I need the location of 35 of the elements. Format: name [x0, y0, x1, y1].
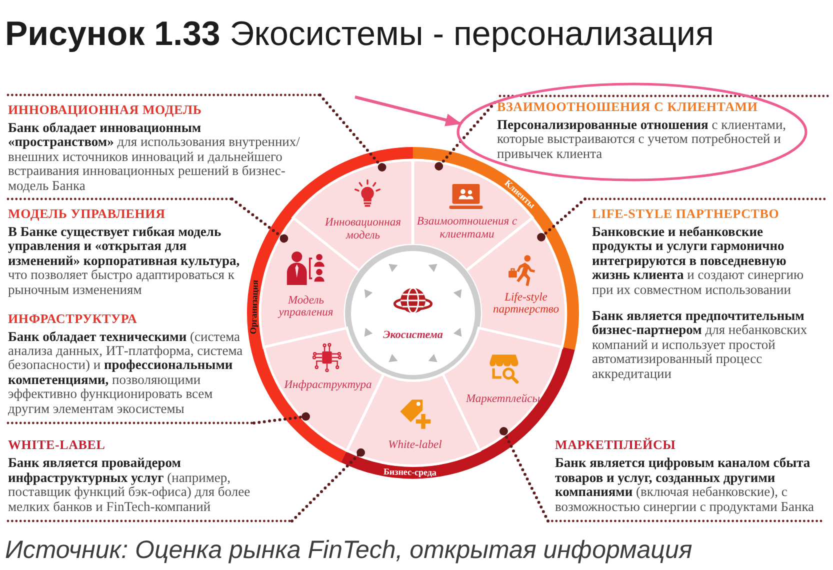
sector-label: Модель управления	[276, 294, 334, 320]
leader-line	[500, 427, 550, 522]
callout-heading: МАРКЕТПЛЕЙСЫ	[555, 437, 677, 454]
leader-line	[318, 94, 386, 172]
sector-label: Life-style партнерство	[492, 291, 560, 316]
callout-text: Банковские и небанковские продукты и услуги гармонично интегрируются в повседневную жизнь клиента и создают синергию при их совместном использовании	[592, 225, 805, 298]
sector-label: White-label	[387, 438, 443, 452]
callout-text: Банк обладает инновационным «пространством» для использования внутренних/внешних источников инноваций и дальнейшего встраивания инновационных решений в бизнес-модель Банка	[8, 121, 301, 194]
arc-label: Организация	[248, 280, 260, 335]
leader-line	[434, 100, 496, 170]
leader-line	[537, 198, 586, 242]
sector-label: Маркетплейсы	[464, 392, 542, 406]
callout-text: Банк является провайдером инфраструктурных услуг (например, поставщик функций бэк-офиса) для более мелких банков и FinTech-компаний	[8, 456, 252, 514]
callout-heading: LIFE-STYLE ПАРТНЕРСТВО	[592, 206, 780, 222]
callout-text: Банк обладает техническими (система анализа данных, ИТ-платформа, система безопасности) и профессиональными компетенциями, позволяющими эффективно функционировать всем другим элементам экосистемы	[8, 330, 244, 416]
callout-heading: WHITE-LABEL	[8, 437, 106, 454]
leader-line	[230, 198, 288, 243]
callout-heading: МОДЕЛЬ УПРАВЛЕНИЯ	[8, 206, 166, 222]
sector-label: Инфраструктура	[283, 378, 373, 392]
arrow	[354, 96, 462, 126]
source-caption: Источник: Оценка рынка FinTech, открытая информация	[5, 535, 692, 565]
callout-text: В Банке существует гибкая модель управления и «открытая для изменений» корпоративная культура, что позволяет быстро адаптироваться к рыночным изменениям	[8, 225, 241, 298]
callout-text: Банк является цифровым каналом сбыта товаров и услуг, созданных другими компаниями (включая небанковские), с возможностью синергии с продуктами Банка	[555, 456, 816, 514]
sector-label: Взаимоотношения с клиентами	[416, 216, 518, 240]
leader-line	[252, 412, 310, 424]
callout-text: Персонализированные отношения с клиентами, которые выстраиваются с учетом потребностей и привычек клиента	[497, 118, 788, 162]
leader-line	[290, 448, 366, 522]
callout-text: Банк является предпочтительным бизнес-партнером для небанковских компаний и использует простой автоматизированный процесс аккредитации	[592, 309, 808, 382]
callout-heading: ИННОВАЦИОННАЯ МОДЕЛЬ	[8, 102, 203, 118]
hub-label: Экосистема	[383, 329, 443, 341]
callout-heading: ИНФРАСТРУКТУРА	[8, 310, 138, 327]
figure-title: Рисунок 1.33 Экосистемы - персонализация	[5, 14, 714, 54]
sector-label: Инновационная модель	[324, 216, 402, 242]
callout-heading: ВЗАИМООТНОШЕНИЯ С КЛИЕНТАМИ	[497, 99, 759, 115]
arc-label: Бизнес-среда	[384, 467, 437, 478]
